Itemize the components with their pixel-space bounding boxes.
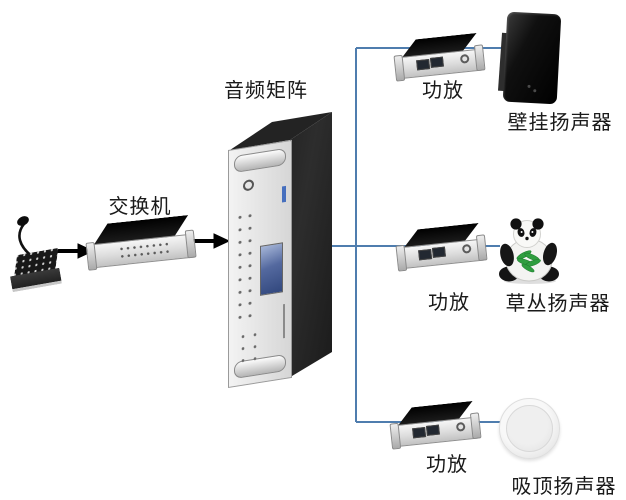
amplifier-device-bottom <box>388 399 482 452</box>
panda-icon <box>499 218 559 284</box>
matrix-brand-logo <box>282 185 286 203</box>
matrix-side-face <box>290 112 332 376</box>
amp-vu-meter <box>416 59 431 71</box>
matrix-function-buttons <box>237 327 263 366</box>
audio-matrix-device <box>226 110 334 388</box>
matrix-lcd-display <box>260 242 283 296</box>
panda-garden-speaker <box>495 217 565 285</box>
amplifier-device-middle <box>394 221 488 274</box>
amp-vu-meter <box>425 424 440 436</box>
amp-vu-meter <box>418 249 433 261</box>
arrowhead-icon <box>213 233 231 249</box>
amp-top-label: 功放 <box>422 80 464 102</box>
speaker-box <box>502 11 562 105</box>
switch-right-handle <box>184 229 197 259</box>
ceiling-speaker <box>499 398 560 459</box>
matrix-model-text <box>283 303 285 339</box>
matrix-front-panel <box>228 139 292 388</box>
ceiling-speaker-label: 吸顶扬声器 <box>511 476 617 498</box>
amp-vu-meter <box>429 56 444 68</box>
speaker-logo-dot <box>527 84 531 88</box>
matrix-volume-knob <box>243 178 254 192</box>
matrix-top-handle <box>234 147 286 174</box>
paging-microphone <box>6 212 66 296</box>
garden-speaker-label: 草丛扬声器 <box>505 293 611 315</box>
matrix-channel-buttons <box>235 208 255 324</box>
amp-bottom-label: 功放 <box>426 454 468 476</box>
wall-speaker-label: 壁挂扬声器 <box>507 112 613 134</box>
switch-label: 交换机 <box>108 196 172 218</box>
amp-middle-label: 功放 <box>428 292 470 314</box>
speaker-logo-dot <box>533 89 537 93</box>
matrix-label: 音频矩阵 <box>224 80 308 102</box>
amp-vu-meter <box>431 246 446 258</box>
wall-speaker <box>497 11 562 105</box>
ceiling-speaker-cone <box>506 405 553 452</box>
amp-vu-meter <box>412 427 427 439</box>
